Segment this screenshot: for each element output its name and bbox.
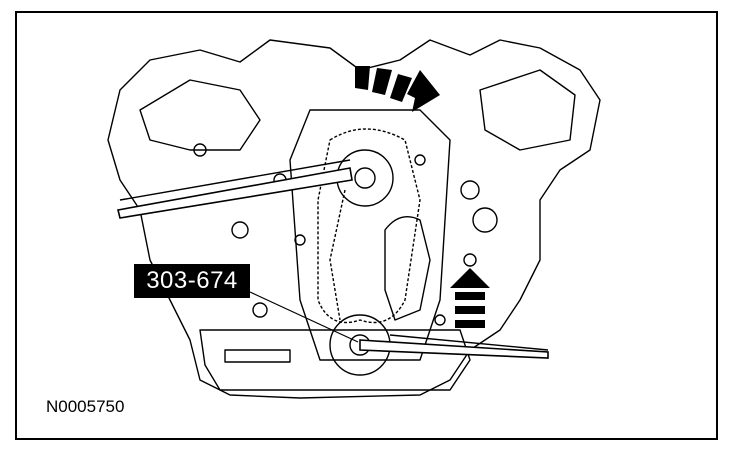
figure-id: N0005750 (46, 397, 125, 416)
special-tool-number-label: 303-674 (134, 264, 250, 298)
clockwise-rotation-arrows-icon (355, 66, 440, 112)
upward-direction-arrow-icon (450, 268, 490, 328)
label-leader-line (249, 291, 359, 343)
